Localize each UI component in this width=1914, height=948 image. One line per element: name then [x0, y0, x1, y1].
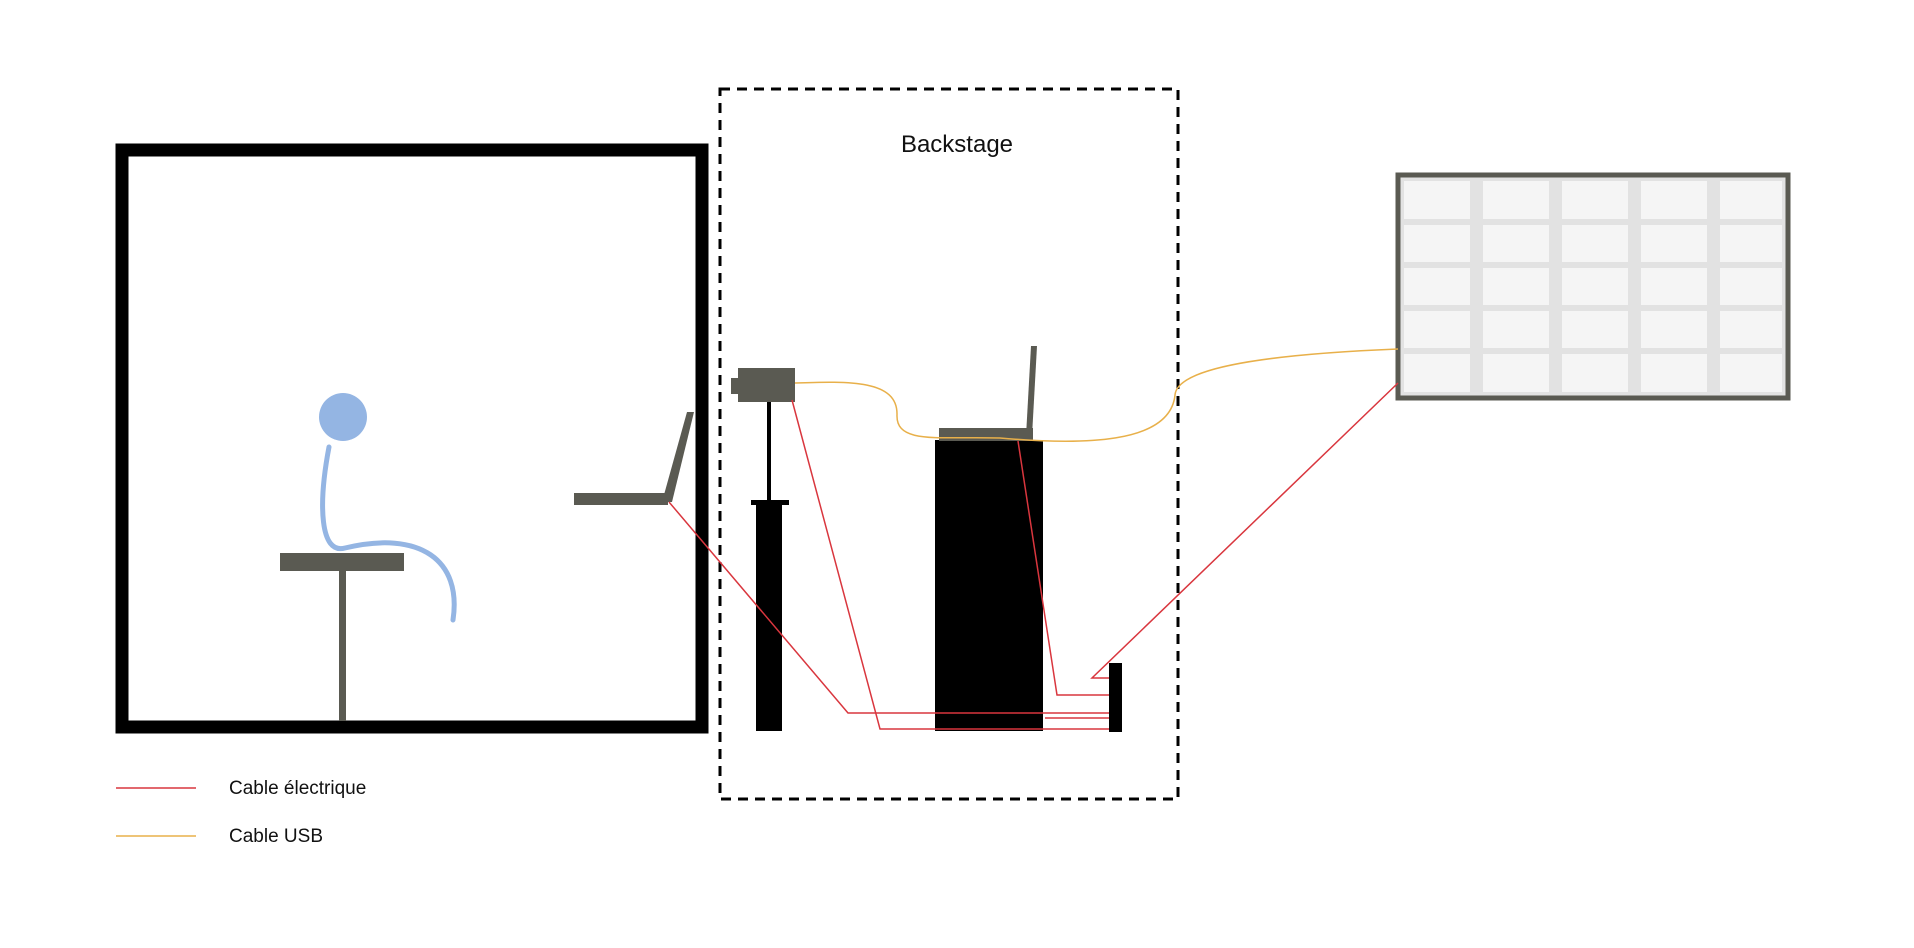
backstage-zone — [718, 87, 1180, 801]
camera-stand-icon — [751, 402, 789, 731]
seated-person-icon — [319, 393, 457, 623]
backstage-laptop-icon — [939, 346, 1037, 441]
legend-item-usb: Cable USB — [116, 826, 323, 847]
electrical-cables — [668, 382, 1399, 730]
power-strip-icon — [1109, 663, 1122, 732]
table-icon — [280, 553, 404, 721]
svg-text:Cable USB: Cable USB — [229, 826, 323, 847]
svg-text:Cable électrique: Cable électrique — [229, 778, 366, 799]
equipment-cabinet — [935, 440, 1043, 731]
usb-cable-camera-laptop — [794, 348, 1399, 443]
legend-item-electrical: Cable électrique — [116, 778, 366, 799]
display-screen-icon — [1395, 172, 1791, 401]
booth-room — [115, 143, 709, 734]
legend: Cable électrique Cable USB — [116, 778, 366, 847]
camera-icon — [731, 368, 795, 402]
booth-laptop-icon — [574, 412, 694, 505]
backstage-label: Backstage — [901, 131, 1013, 158]
